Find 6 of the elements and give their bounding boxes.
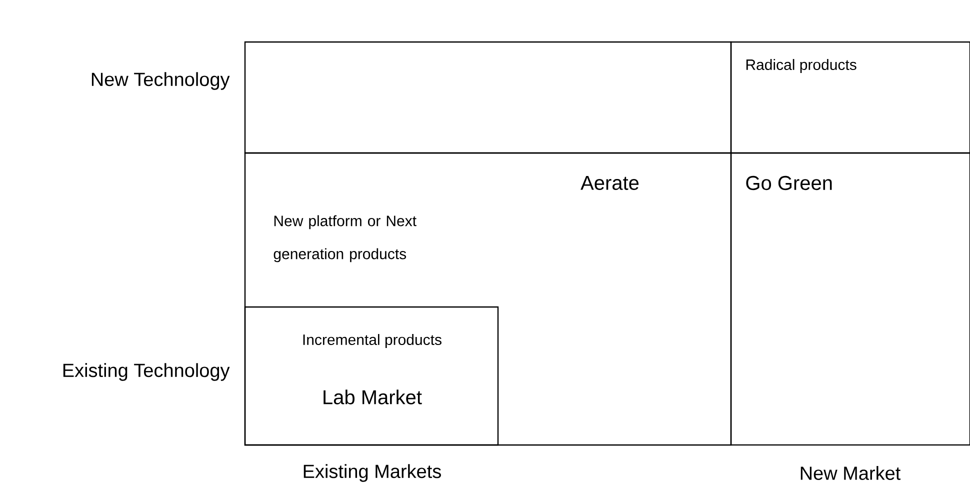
axis-label: Existing Markets <box>304 464 441 482</box>
matrix-cell: Go Green <box>730 152 970 446</box>
axis-label: New Technology <box>92 72 230 90</box>
matrix-cell: Incremental products Lab Market <box>244 306 499 446</box>
matrix-cell: Radical products <box>730 41 970 154</box>
axis-label: New Market <box>800 466 901 480</box>
